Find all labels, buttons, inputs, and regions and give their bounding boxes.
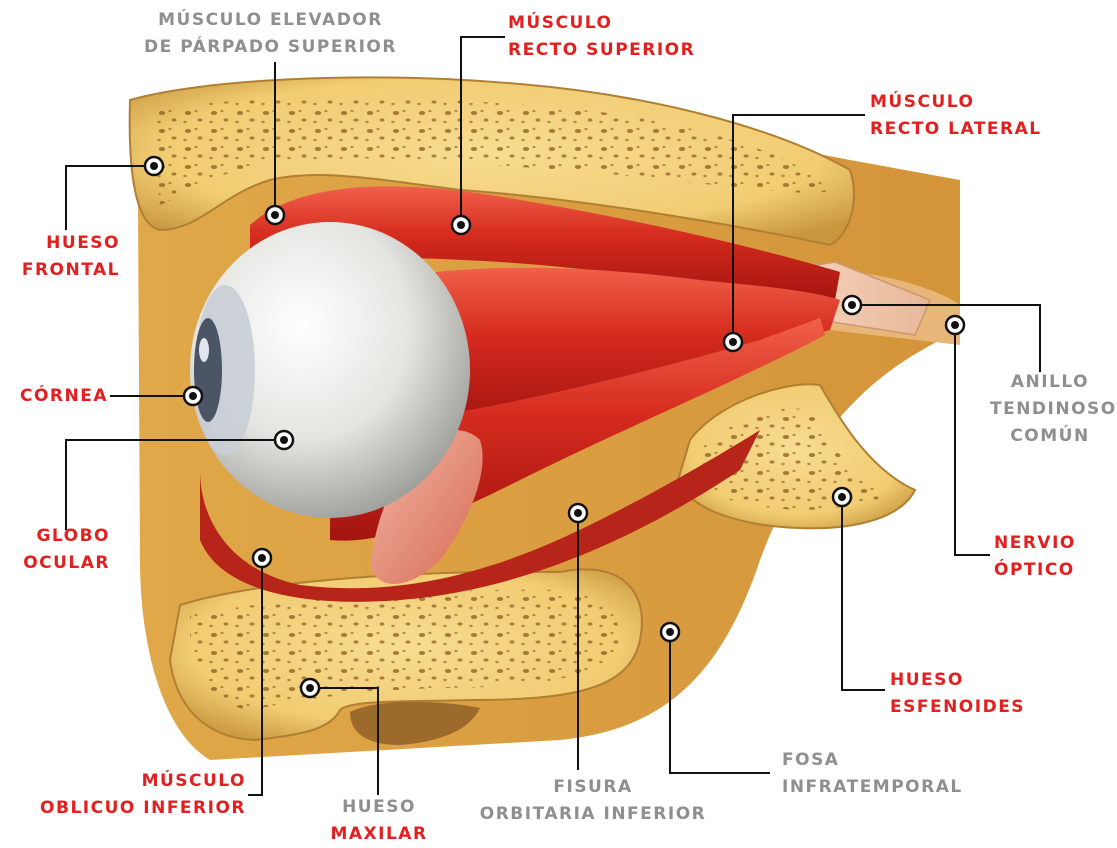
label-line: CÓRNEA — [0, 383, 108, 410]
marker-hueso-frontal — [145, 157, 163, 175]
leader-nervio — [955, 325, 990, 555]
label-line: MÚSCULO ELEVADOR — [128, 7, 413, 34]
label-line: RECTO SUPERIOR — [508, 37, 695, 64]
label-line: FRONTAL — [20, 257, 120, 284]
label-line: ÓPTICO — [994, 557, 1076, 584]
eyeball — [190, 222, 470, 518]
label-line: HUESO — [890, 667, 1025, 694]
label-line: FISURA — [468, 774, 718, 801]
label-line: NERVIO — [994, 530, 1076, 557]
label-line: MAXILAR — [322, 821, 436, 848]
marker-elevador — [266, 206, 284, 224]
label-line: OBLICUO INFERIOR — [10, 795, 246, 822]
label-hueso-frontal: HUESO FRONTAL — [20, 230, 120, 284]
label-line: MÚSCULO — [10, 768, 246, 795]
label-line: HUESO — [20, 230, 120, 257]
label-musculo-oblicuo-inferior: MÚSCULO OBLICUO INFERIOR — [10, 768, 246, 822]
marker-oblicuo — [253, 549, 271, 567]
marker-globo — [275, 431, 293, 449]
marker-fosa — [661, 623, 679, 641]
label-line: OCULAR — [20, 550, 110, 577]
label-fosa-infratemporal: FOSA INFRATEMPORAL — [782, 747, 963, 801]
label-musculo-recto-superior: MÚSCULO RECTO SUPERIOR — [508, 10, 695, 64]
marker-esfenoides — [833, 488, 851, 506]
label-line: MÚSCULO — [508, 10, 695, 37]
label-line: ANILLO — [990, 369, 1110, 396]
marker-fisura — [569, 504, 587, 522]
marker-cornea — [184, 387, 202, 405]
label-line: ESFENOIDES — [890, 694, 1025, 721]
label-line: TENDINOSO — [990, 396, 1110, 423]
label-musculo-recto-lateral: MÚSCULO RECTO LATERAL — [870, 89, 1042, 143]
label-musculo-elevador: MÚSCULO ELEVADOR DE PÁRPADO SUPERIOR — [128, 7, 413, 61]
label-anillo-tendinoso: ANILLO TENDINOSO COMÚN — [990, 369, 1110, 450]
marker-maxilar — [301, 679, 319, 697]
marker-nervio — [946, 316, 964, 334]
label-fisura-orbitaria: FISURA ORBITARIA INFERIOR — [468, 774, 718, 828]
label-globo-ocular: GLOBO OCULAR — [20, 523, 110, 577]
label-line: MÚSCULO — [870, 89, 1042, 116]
marker-recto-lateral — [724, 333, 742, 351]
label-cornea: CÓRNEA — [0, 383, 108, 410]
label-line: RECTO LATERAL — [870, 116, 1042, 143]
marker-anillo — [843, 296, 861, 314]
label-hueso-maxilar: HUESO MAXILAR — [322, 794, 436, 848]
label-nervio-optico: NERVIO ÓPTICO — [994, 530, 1076, 584]
label-line: COMÚN — [990, 423, 1110, 450]
marker-recto-superior — [452, 216, 470, 234]
label-line: INFRATEMPORAL — [782, 774, 963, 801]
label-line: GLOBO — [20, 523, 110, 550]
label-line: FOSA — [782, 747, 963, 774]
label-line: DE PÁRPADO SUPERIOR — [128, 34, 413, 61]
label-line: HUESO — [322, 794, 436, 821]
label-hueso-esfenoides: HUESO ESFENOIDES — [890, 667, 1025, 721]
label-line: ORBITARIA INFERIOR — [468, 801, 718, 828]
